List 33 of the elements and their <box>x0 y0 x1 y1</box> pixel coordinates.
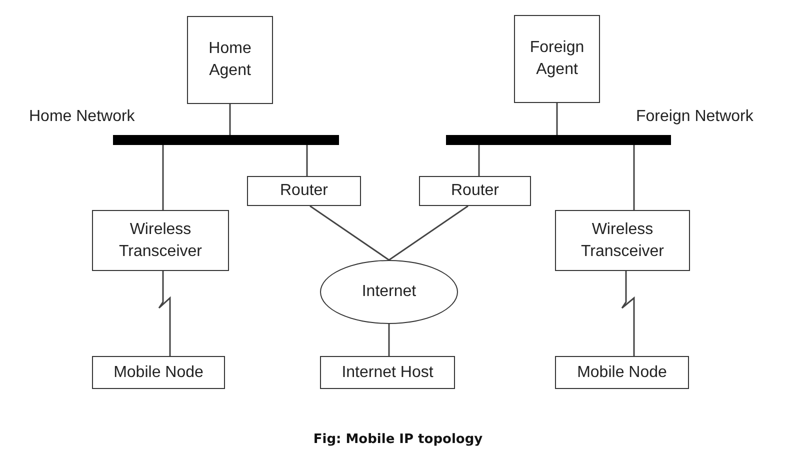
node-label: Mobile Node <box>576 362 668 382</box>
node-label: Internet <box>360 282 418 302</box>
node-label: Internet Host <box>340 362 434 382</box>
agent-box <box>514 15 600 103</box>
transceiver-box <box>555 210 690 271</box>
mobile-node-box <box>92 356 225 389</box>
node-label: Wireless Transceiver <box>580 220 665 262</box>
node-label: Router <box>450 181 500 201</box>
connector-line <box>388 205 468 261</box>
router-box <box>419 176 531 206</box>
transceiver-box <box>92 210 229 271</box>
connector-line <box>556 103 558 135</box>
wireless-link <box>621 271 635 356</box>
agent-box <box>187 16 273 104</box>
node-label: Wireless Transceiver <box>118 220 203 262</box>
router-box <box>247 176 361 206</box>
connector-line <box>388 324 390 356</box>
connector-line <box>229 104 231 135</box>
caption: Fig: Mobile IP topology <box>313 431 483 449</box>
network-label: Foreign Network <box>636 107 754 127</box>
connector-line <box>162 145 164 210</box>
node-label: Foreign Agent <box>528 38 586 80</box>
host-box <box>320 356 455 389</box>
node-label: Router <box>278 181 330 201</box>
network-label: Home Network <box>29 107 135 127</box>
connector-line <box>310 205 390 261</box>
node-label: Mobile Node <box>112 362 204 382</box>
mobile-node-box <box>555 356 689 389</box>
wireless-link <box>158 271 171 356</box>
connector-line <box>306 145 308 176</box>
connector-line <box>633 145 635 210</box>
connector-line <box>478 145 480 176</box>
node-label: Home Agent <box>208 39 252 81</box>
